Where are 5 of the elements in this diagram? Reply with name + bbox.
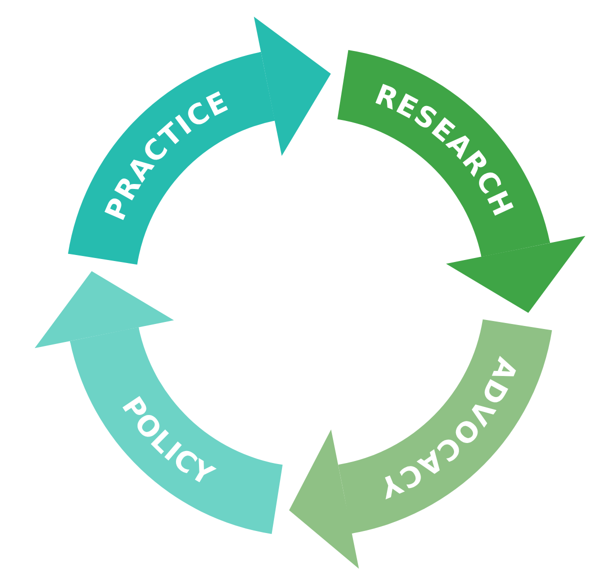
curved-band: [70, 327, 283, 534]
arrow: [34, 271, 174, 348]
arrow: [254, 16, 331, 156]
arrow: [446, 236, 586, 313]
arrow: [289, 429, 359, 569]
